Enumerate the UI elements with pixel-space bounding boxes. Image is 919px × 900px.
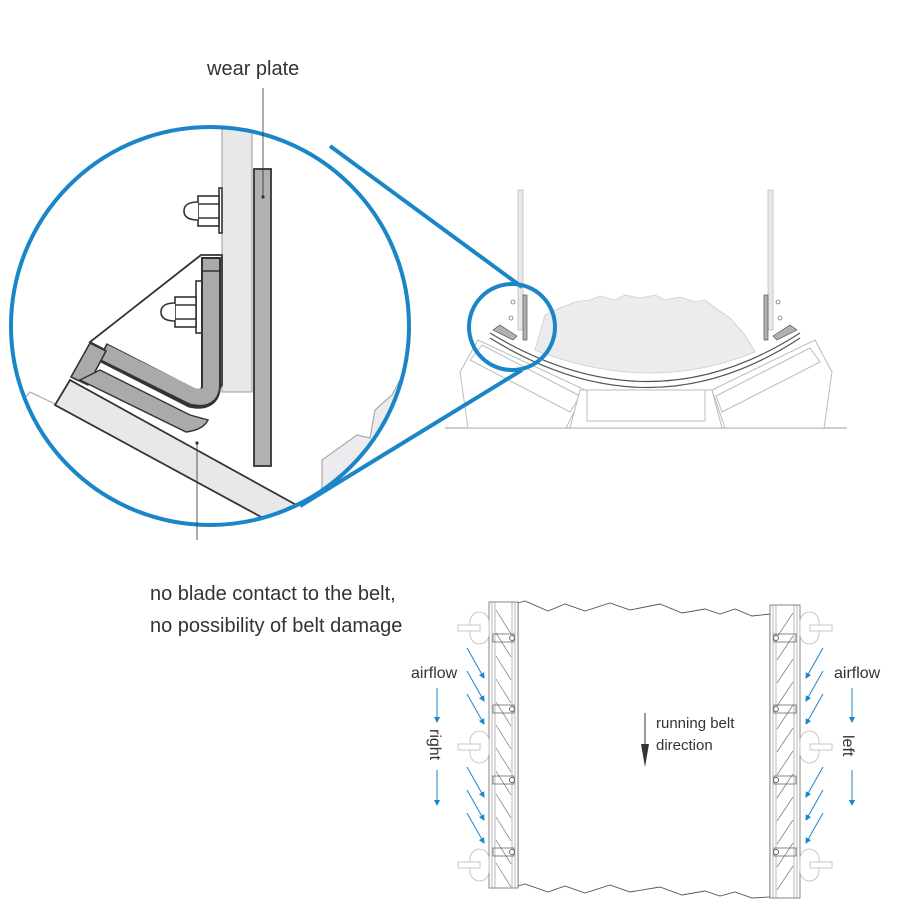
airflow-arrow-icon [805, 812, 824, 844]
airflow-arrow-icon [805, 766, 824, 798]
running-belt-label-line1: running belt [656, 715, 735, 732]
roller-icon [799, 848, 833, 882]
roller-icon [799, 611, 833, 645]
airflow-arrow-icon [466, 647, 485, 679]
roller-icon [799, 730, 833, 764]
wear-plate [253, 168, 272, 467]
no-contact-label-line2: no possibility of belt damage [150, 615, 402, 637]
left-skirt-frame [488, 601, 519, 889]
bolt-nut-icon [160, 280, 203, 334]
airflow-arrow-icon [805, 670, 824, 702]
roller-icon [457, 611, 490, 645]
airflow-left-label: airflow [411, 665, 458, 682]
conveyor-cross-section [445, 189, 847, 429]
right-direction-label: right [426, 729, 443, 761]
roller-icon [457, 848, 490, 882]
airflow-arrow-icon [805, 789, 824, 821]
roller-icon [457, 730, 490, 764]
airflow-arrow-icon [805, 693, 824, 725]
airflow-arrow-icon [466, 693, 485, 725]
airflow-arrow-icon [466, 766, 485, 798]
side-direction-arrows [434, 688, 855, 806]
airflow-arrow-icon [466, 670, 485, 702]
no-contact-label-line1: no blade contact to the belt, [150, 583, 396, 605]
left-direction-label: left [839, 735, 856, 757]
airflow-arrow-icon [466, 812, 485, 844]
magnifier-connector [298, 144, 557, 508]
right-skirt-frame [769, 604, 801, 899]
airflow-arrow-icon [466, 789, 485, 821]
airflow-arrow-icon [805, 647, 824, 679]
running-belt-label-line2: direction [656, 737, 713, 754]
belt-direction-arrow-icon [641, 713, 649, 767]
airflow-right-label: airflow [834, 665, 881, 682]
bolt-nut-icon [183, 187, 223, 234]
wear-plate-label: wear plate [206, 58, 299, 80]
